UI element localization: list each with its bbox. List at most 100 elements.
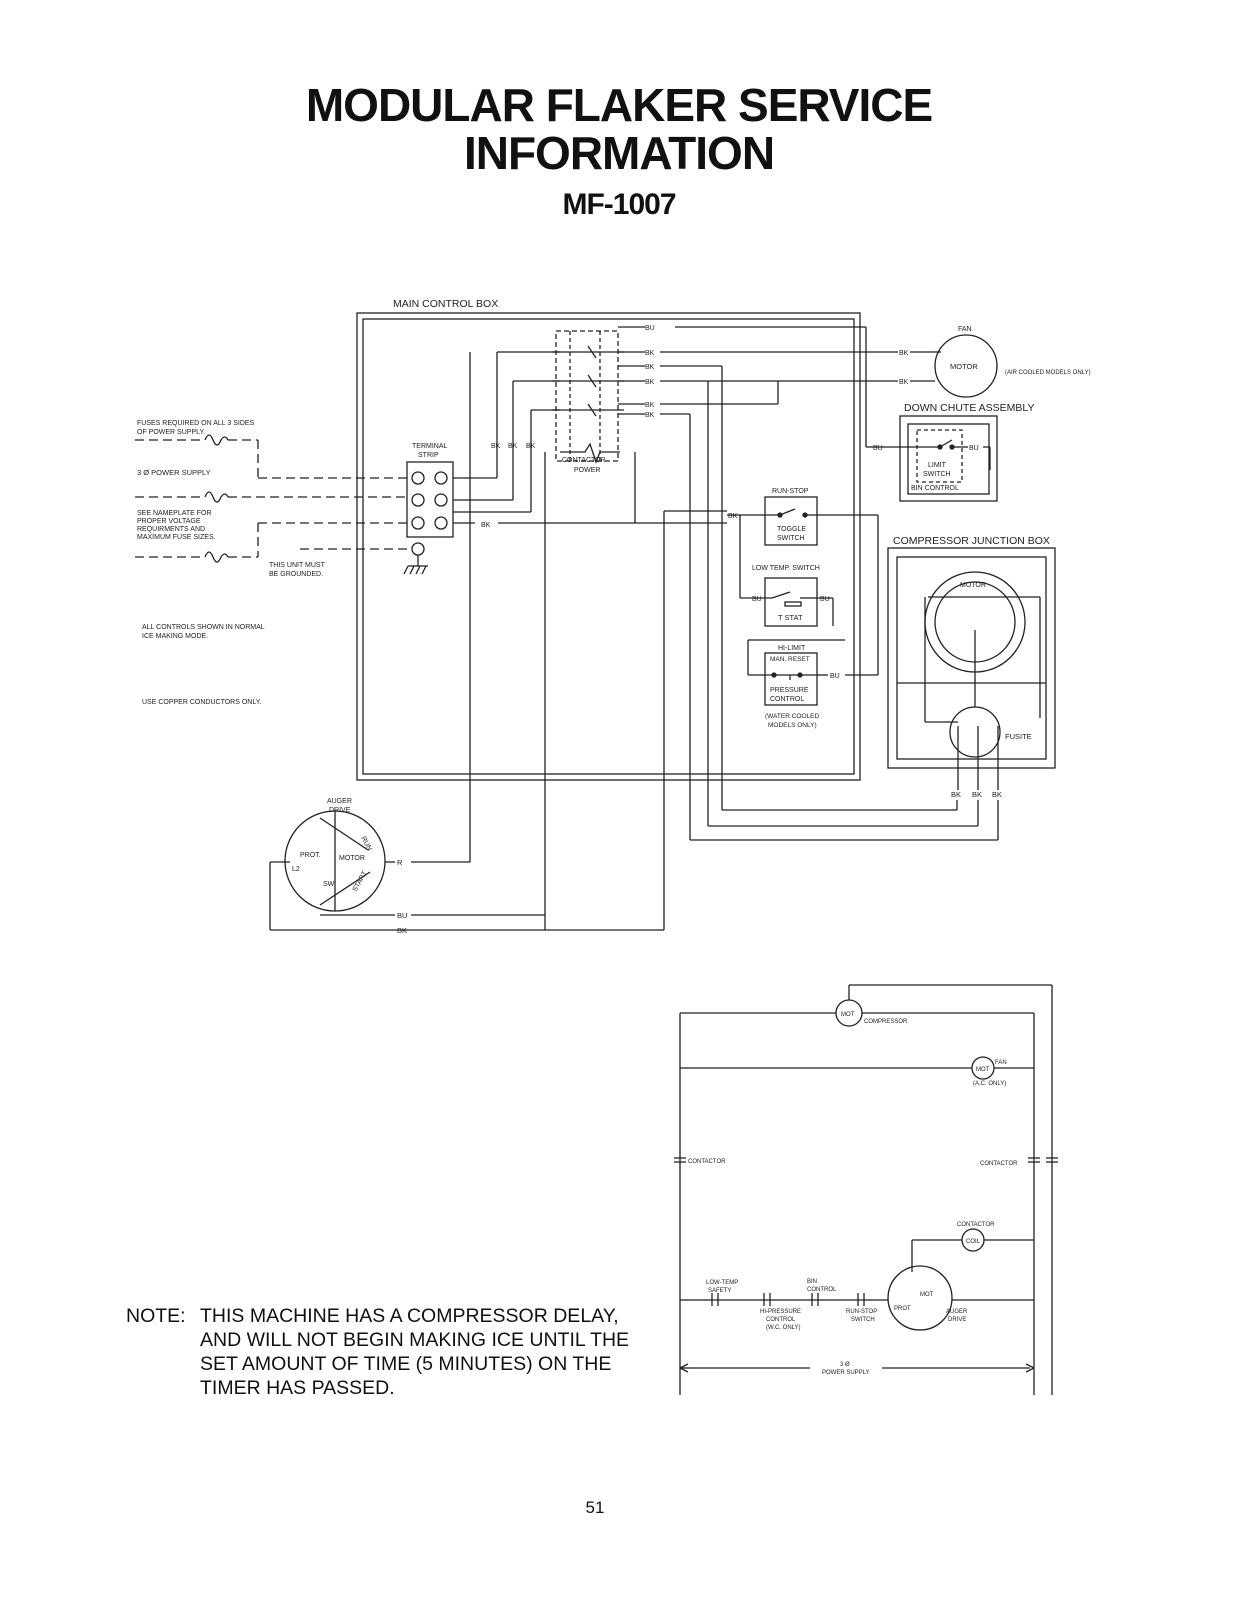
air-cooled-note: (AIR COOLED MODELS ONLY) <box>1005 370 1091 376</box>
water-cooled-note-2: MODELS ONLY) <box>768 722 817 729</box>
pressure-label: PRESSURE <box>770 687 809 694</box>
run-stop-label: RUN-STOP <box>772 488 809 495</box>
ladder-run-stop-2: SWITCH <box>851 1317 875 1323</box>
nameplate-note-2: PROPER VOLTAGE <box>137 518 201 525</box>
page-title: MODULAR FLAKER SERVICE <box>305 79 933 131</box>
nameplate-note-1: SEE NAMEPLATE FOR <box>137 510 212 517</box>
fan-motor-circle <box>934 334 998 398</box>
auger-start-label: START <box>352 870 370 893</box>
ladder-hi-pressure-3: (W.C. ONLY) <box>766 1325 801 1331</box>
ladder-bin-2: CONTROL <box>807 1287 837 1293</box>
wire-bk-strip-1: BK <box>491 443 501 450</box>
ladder-ac-only: (A.C. ONLY) <box>973 1081 1006 1087</box>
wire-bu-1: BU <box>645 325 655 332</box>
man-reset-label: MAN. RESET <box>770 656 810 663</box>
nameplate-note-3: REQUIRMENTS AND <box>137 526 205 533</box>
three-phase-supply-label: 3 Ø POWER SUPPLY <box>137 468 211 477</box>
ladder-prot-label: PROT <box>894 1306 911 1312</box>
page-title-line-2: INFORMATION <box>463 127 775 179</box>
compressor-motor-symbol <box>835 999 863 1027</box>
fuses-note-1: FUSES REQUIRED ON ALL 3 SIDES <box>137 420 255 427</box>
note-label: NOTE: <box>126 1305 186 1327</box>
nameplate-note-4: MAXIMUM FUSE SIZES. <box>137 534 216 541</box>
water-cooled-note-1: (WATER COOLED <box>765 713 819 720</box>
fusite-label: FUSITE <box>1005 732 1032 741</box>
ladder-hi-pressure-1: HI-PRESSURE <box>760 1309 801 1315</box>
fusite-wire-bk-2: BK <box>972 790 982 799</box>
ladder-auger-1: AUGER <box>946 1309 968 1315</box>
auger-label-2: DRIVE <box>329 807 351 814</box>
run-stop-toggle-box <box>764 496 818 546</box>
toggle-label: TOGGLE <box>777 526 806 533</box>
copper-note: USE COPPER CONDUCTORS ONLY. <box>142 699 261 706</box>
hi-limit-label: HI-LIMIT <box>778 645 806 652</box>
grounded-note-1: THIS UNIT MUST <box>269 562 326 569</box>
wire-bk-strip-4: BK <box>481 522 491 529</box>
grounded-note-2: BE GROUNDED. <box>269 571 323 578</box>
main-control-box-inner <box>362 318 855 775</box>
wire-bk-3: BK <box>645 379 655 386</box>
ladder-fan-label: FAN <box>995 1060 1007 1066</box>
wire-bk-fan-1: BK <box>899 350 909 357</box>
wire-bk-auger: BK <box>397 926 407 935</box>
toggle-switch-label: SWITCH <box>777 535 805 542</box>
ladder-diagram <box>674 984 1058 1395</box>
wire-bu-auger: BU <box>397 911 407 920</box>
ladder-power-supply-label: POWER SUPPLY <box>822 1370 870 1376</box>
ladder-hi-pressure-2: CONTROL <box>766 1317 796 1323</box>
fan-label: FAN <box>958 326 972 333</box>
wire-bu-low-temp: BU <box>752 596 762 603</box>
controls-note-1: ALL CONTROLS SHOWN IN NORMAL <box>142 624 265 631</box>
auger-run-label: RUN <box>359 836 373 853</box>
limit-label: LIMIT <box>928 462 947 469</box>
auger-label-1: AUGER <box>327 798 352 805</box>
ladder-run-stop-1: RUN-STOP <box>846 1309 877 1315</box>
contactor-block <box>552 330 624 464</box>
ladder-coil-label: COIL <box>966 1239 981 1245</box>
wire-bk-fan-2: BK <box>899 379 909 386</box>
ladder-fan-mot: MOT <box>976 1067 990 1073</box>
main-control-box-label: MAIN CONTROL BOX <box>393 298 498 310</box>
down-chute-box <box>899 415 998 502</box>
auger-l2-label: L2 <box>292 866 300 873</box>
wire-bk-4: BK <box>645 402 655 409</box>
auger-sw-label: SW. <box>323 881 336 888</box>
limit-switch-label: SWITCH <box>923 471 951 478</box>
contactor-power-label: POWER <box>574 467 600 474</box>
wire-bu-chute-2: BU <box>969 445 979 452</box>
ladder-low-temp-1: LOW-TEMP <box>706 1280 738 1286</box>
wire-bk-2: BK <box>645 364 655 371</box>
low-temp-switch-box <box>764 577 818 627</box>
controls-note-2: ICE MAKING MODE. <box>142 633 208 640</box>
compressor-motor-label: MOTOR <box>960 582 986 589</box>
pressure-control-label: CONTROL <box>770 696 804 703</box>
ladder-contactor-right: CONTACTOR <box>980 1161 1018 1167</box>
auger-motor-label: MOTOR <box>339 855 365 862</box>
terminal-label: TERMINAL <box>412 443 448 450</box>
wire-r: R <box>397 858 403 867</box>
wire-bk-1: BK <box>645 350 655 357</box>
fan-motor-label: MOTOR <box>950 362 978 371</box>
terminal-strip <box>406 461 454 556</box>
ladder-phase-label: 3 Ø <box>840 1362 850 1368</box>
model-number: MF-1007 <box>562 188 676 221</box>
ladder-low-temp-2: SAFETY <box>708 1288 731 1294</box>
ladder-compressor-label: COMPRESSOR <box>864 1019 908 1025</box>
note-text: THIS MACHINE HAS A COMPRESSOR DELAY, AND… <box>200 1305 630 1399</box>
wire-bk-5: BK <box>645 412 655 419</box>
ladder-auger-mot: MOT <box>920 1292 934 1298</box>
bin-control-label: BIN CONTROL <box>911 485 959 492</box>
ladder-coil-contactor: CONTACTOR <box>957 1222 995 1228</box>
pressure-control-box <box>764 652 818 706</box>
fusite-wire-bk-1: BK <box>951 790 961 799</box>
ladder-bin-1: BIN <box>807 1279 817 1285</box>
auger-drive-symbol <box>887 1265 953 1331</box>
wire-bk-strip-2: BK <box>508 443 518 450</box>
wire-bk-toggle: BK <box>728 513 738 520</box>
compressor-junction-box-label: COMPRESSOR JUNCTION BOX <box>893 535 1050 547</box>
power-supply-feeds <box>135 439 407 558</box>
main-control-box <box>356 312 861 781</box>
auger-prot-label: PROT. <box>300 852 321 859</box>
wire-bu-low-temp-2: BU <box>820 596 830 603</box>
